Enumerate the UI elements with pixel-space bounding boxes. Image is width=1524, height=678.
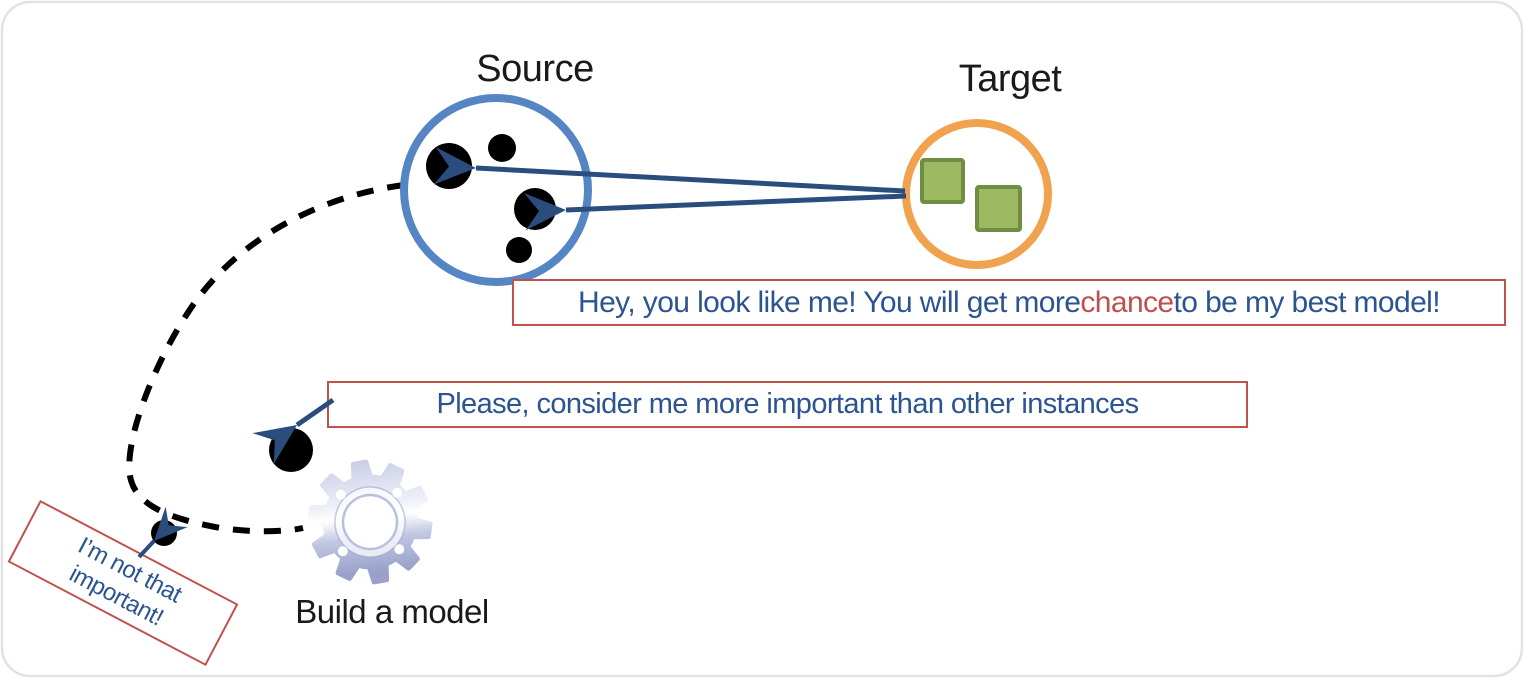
dashed-transfer-path [126, 182, 405, 535]
not-important-arrow [137, 506, 188, 559]
please-callout-box [327, 381, 1248, 428]
important-instance-dot [269, 428, 313, 472]
please-callout: Please, consider me more important than … [328, 382, 1247, 427]
source-label: Source [476, 48, 594, 90]
gear-bolt-hole [335, 489, 346, 500]
hey-callout-part2: to be my best model! [1173, 285, 1441, 319]
hey-callout-box [512, 279, 1506, 326]
gear-bolt-hole [337, 546, 348, 557]
target-label: Target [958, 58, 1062, 100]
target-square-1 [920, 158, 965, 204]
gear-hole [344, 496, 396, 548]
gear-bolt-hole [394, 544, 405, 555]
please-callout-text: Please, consider me more important than … [436, 388, 1139, 420]
source-dot-top [488, 134, 516, 162]
gear-bolt-hole [392, 487, 403, 498]
similarity-arrow-2 [524, 192, 907, 231]
gear-icon [307, 459, 433, 585]
target-square-2 [975, 185, 1022, 232]
gear-hole-rim [341, 493, 399, 551]
source-dot-large [426, 143, 472, 189]
gear-ring-edge [334, 486, 406, 558]
source-dot-bottom [506, 237, 532, 263]
source-dot-middle [514, 188, 556, 230]
not-important-callout-box [7, 499, 239, 667]
similarity-arrow-1 [433, 147, 906, 194]
hey-callout: Hey, you look like me! You will get more… [513, 280, 1505, 325]
build-model-label: Build a model [295, 593, 489, 630]
hey-callout-part1: Hey, you look like me! You will get more [578, 285, 1081, 319]
hey-callout-highlight: chance [1080, 285, 1174, 319]
source-circle [400, 94, 592, 286]
please-callout-arrow [252, 397, 335, 464]
